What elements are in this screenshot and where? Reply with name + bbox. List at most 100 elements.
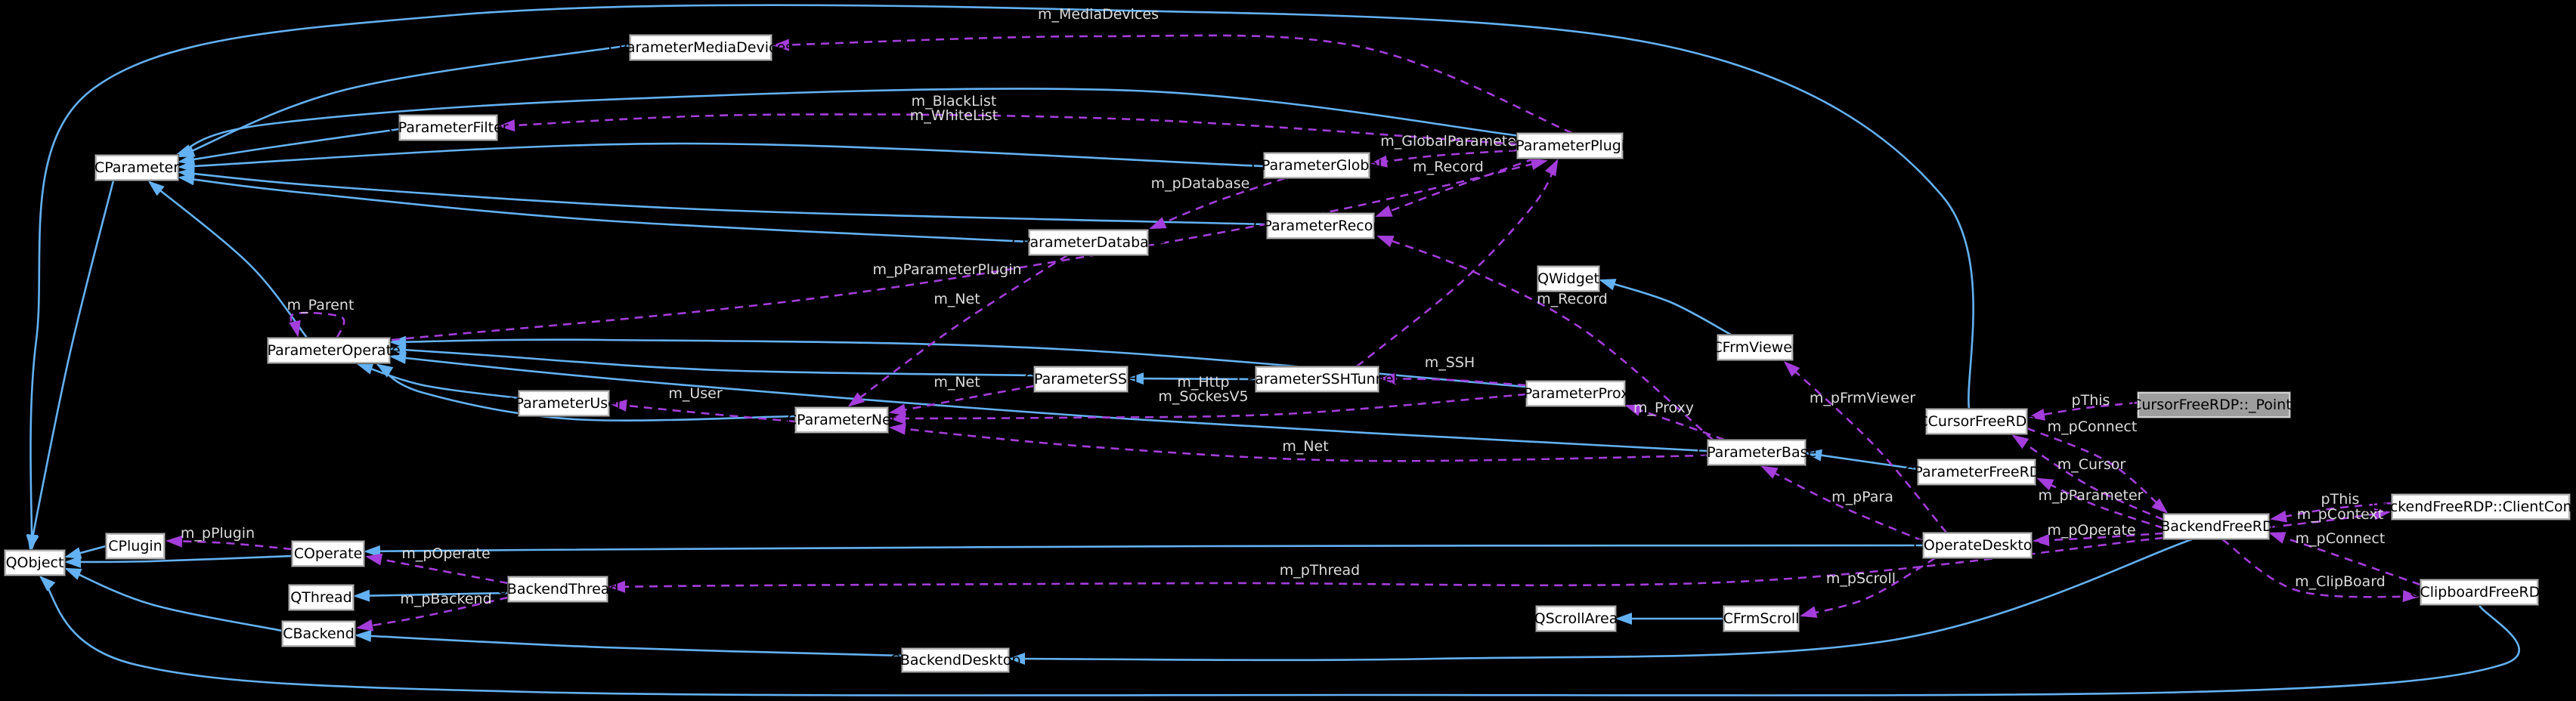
class-node-CParameterFreeRDP[interactable]: CParameterFreeRDP xyxy=(1904,459,2049,485)
edge-CParameter-QObject xyxy=(26,180,115,551)
edge-COperate-CPlugin xyxy=(166,535,293,551)
class-node-CParameterFilter[interactable]: CParameterFilter xyxy=(388,115,509,141)
class-node-CClipboardFreeRDP[interactable]: CClipboardFreeRDP xyxy=(2410,579,2549,605)
class-node-CParameterPlugin[interactable]: CParameterPlugin xyxy=(1506,133,1634,159)
edge-CParameterRecord-CParameter xyxy=(178,167,1268,226)
class-node-CParameterGlobal[interactable]: CParameterGlobal xyxy=(1252,153,1382,178)
class-node-COperate[interactable]: COperate xyxy=(292,541,364,567)
edge-CParameterSSHTunnel-CParameterPlugin xyxy=(1356,159,1559,368)
edge-CCursorFreeRDP-QObject xyxy=(26,4,1974,551)
class-node-CParameterOperate[interactable]: CParameterOperate xyxy=(257,338,401,363)
edge-CParameterProxy-CParameterSSHTunnel xyxy=(1379,372,1527,387)
edge-CBackendFreeRDP-CClipboardFreeRDP xyxy=(2221,538,2420,603)
edge-label-m_ClipBoard: m_ClipBoard xyxy=(2295,573,2386,590)
edge-label-m_Parent: m_Parent xyxy=(287,297,355,313)
class-node-CCursorFreeRDP::_Pointer[interactable]: CCursorFreeRDP::_Pointer xyxy=(2122,392,2306,418)
edge-label-m_SSH: m_SSH xyxy=(1425,354,1475,371)
edge-label-m_pParameter: m_pParameter xyxy=(2039,487,2144,504)
edge-label-m_pScroll: m_pScroll xyxy=(1826,570,1896,587)
edge-CParameterFreeRDP-CParameterBase xyxy=(1805,449,1918,471)
class-node-CParameterMediaDevices[interactable]: CParameterMediaDevices xyxy=(608,35,793,60)
class-node-CCursorFreeRDP[interactable]: CCursorFreeRDP xyxy=(1918,409,2036,434)
edge-CParameterFilter-CParameter xyxy=(178,128,400,165)
edge-label-m_WhiteList: m_WhiteList xyxy=(910,107,998,124)
edge-CParameterOperate-CParameterPlugin xyxy=(391,158,1548,341)
edge-CCursorFreeRDP-CBackendFreeRDP xyxy=(2026,427,2169,514)
edge-COperateDesktop-CFrmScroll xyxy=(1800,557,1936,618)
edge-label-m_Net: m_Net xyxy=(1282,438,1328,455)
class-node-CFrmScroll[interactable]: CFrmScroll xyxy=(1723,606,1799,632)
edge-CParameterProxy-CParameterNet xyxy=(889,393,1527,425)
class-node-CParameterDatabase[interactable]: CParameterDatabase xyxy=(1012,230,1165,255)
edge-CParameterPlugin-CParameterMediaDevices xyxy=(772,34,1573,134)
class-node-CParameterNet[interactable]: CParameterNet xyxy=(787,407,896,433)
edge-label-m_pBackend: m_pBackend xyxy=(400,591,491,607)
class-node-CPlugin[interactable]: CPlugin xyxy=(106,533,165,559)
edge-label-m_pThread: m_pThread xyxy=(1280,562,1361,579)
edge-CBackendFreeRDP-CBackendFreeRDP::ClientContext xyxy=(2268,508,2391,529)
edge-label-m_pPara: m_pPara xyxy=(1831,489,1893,505)
edge-CClipboardFreeRDP-CBackendFreeRDP xyxy=(2268,532,2421,586)
class-node-CParameterProxy[interactable]: CParameterProxy xyxy=(1513,381,1638,406)
edge-label-m_pDatabase: m_pDatabase xyxy=(1151,175,1250,192)
edge-CCursorFreeRDP::_Pointer-CCursorFreeRDP xyxy=(2028,401,2138,421)
edge-CParameterBase-CParameterNet xyxy=(889,422,1708,462)
class-node-CBackendThread[interactable]: CBackendThread xyxy=(497,576,618,602)
class-node-QWidget[interactable]: QWidget xyxy=(1537,266,1599,292)
edge-label-m_Record: m_Record xyxy=(1537,291,1608,307)
class-node-QScrollArea[interactable]: QScrollArea xyxy=(1534,606,1618,632)
edge-CBackendFreeRDP-CParameterFreeRDP xyxy=(2036,477,2164,530)
class-node-CParameterUser[interactable]: CParameterUser xyxy=(505,391,623,416)
edge-label-m_pConnect: m_pConnect xyxy=(2048,418,2138,435)
edge-COperate-QObject xyxy=(64,554,293,568)
edge-COperateDesktop-COperate xyxy=(364,544,1924,557)
edge-CParameterBase-CParameterProxy xyxy=(1624,404,1725,441)
edge-label-m_pFrmViewer: m_pFrmViewer xyxy=(1810,390,1915,406)
edge-CParameterGlobal-CParameterDatabase xyxy=(1149,177,1286,230)
edge-label-m_SockesV5: m_SockesV5 xyxy=(1158,388,1248,405)
class-node-CBackendFreeRDP[interactable]: CBackendFreeRDP xyxy=(2150,514,2282,539)
edge-label-pThis: pThis xyxy=(2072,392,2110,409)
edge-label-m_GlobalParameter: m_GlobalParameter xyxy=(1380,133,1522,150)
edge-CParameterSSH-CParameterNet xyxy=(889,384,1035,416)
class-node-CParameterRecord[interactable]: CParameterRecord xyxy=(1253,213,1388,239)
edge-CParameterBase-CParameterRecord xyxy=(1376,235,1714,440)
edge-COperateDesktop-CFrmViewer xyxy=(1783,360,1948,533)
edge-CBackendFreeRDP-CCursorFreeRDP xyxy=(2011,434,2164,521)
edge-label-m_Record: m_Record xyxy=(1413,159,1484,175)
edge-CBackend-QObject xyxy=(64,567,283,632)
class-node-QObject[interactable]: QObject xyxy=(5,550,65,576)
edge-CParameterMediaDevices-CParameter xyxy=(178,44,630,158)
class-node-CParameter[interactable]: CParameter xyxy=(94,155,179,181)
class-node-CParameterSSH[interactable]: CParameterSSH xyxy=(1024,366,1138,392)
edge-CParameterDatabase-CParameter xyxy=(178,173,1029,243)
edge-CParameterBase-CParameterOperate xyxy=(389,351,1708,452)
edge-label-m_User: m_User xyxy=(668,385,723,402)
class-node-COperateDesktop[interactable]: COperateDesktop xyxy=(1914,533,2041,558)
class-node-CBackendDesktop[interactable]: CBackendDesktop xyxy=(890,648,1020,672)
edge-label-m_pParameterPlugin: m_pParameterPlugin xyxy=(872,261,1021,278)
class-node-CBackend[interactable]: CBackend xyxy=(282,621,355,647)
edge-label-m_BlackList: m_BlackList xyxy=(912,93,997,110)
class-node-QThread[interactable]: QThread xyxy=(289,585,354,610)
edge-CParameterDatabase-CParameterNet xyxy=(847,254,1068,407)
class-node-CParameterSSHTunnel[interactable]: CParameterSSHTunnel xyxy=(1237,366,1398,392)
edge-label-m_MediaDevices: m_MediaDevices xyxy=(1038,6,1159,23)
class-node-CBackendFreeRDP::ClientContext[interactable]: CBackendFreeRDP::ClientContext xyxy=(2361,494,2576,520)
edge-CParameterOperate-CParameterOperate xyxy=(289,311,345,338)
edge-label-m_pOperate: m_pOperate xyxy=(401,545,490,562)
edge-CParameterNet-CParameterUser xyxy=(610,399,796,423)
edge-label-m_pOperate: m_pOperate xyxy=(2047,522,2135,539)
edge-label-m_Cursor: m_Cursor xyxy=(2057,456,2126,473)
edge-label-pThis: pThis xyxy=(2321,491,2360,508)
edge-CParameterOperate-CParameter xyxy=(147,181,308,338)
edge-CBackendThread-QThread xyxy=(353,589,509,602)
edge-CBackendThread-COperate xyxy=(365,553,509,585)
edge-label-m_pPlugin: m_pPlugin xyxy=(181,525,255,542)
edge-CParameterUser-CParameterOperate xyxy=(356,363,519,400)
class-node-CParameterBase[interactable]: CParameterBase xyxy=(1697,440,1816,465)
edge-CParameterGlobal-CParameter xyxy=(178,142,1265,173)
class-node-CFrmViewer[interactable]: CFrmViewer xyxy=(1712,335,1798,360)
edge-CClipboardFreeRDP-QObject xyxy=(39,575,2520,696)
